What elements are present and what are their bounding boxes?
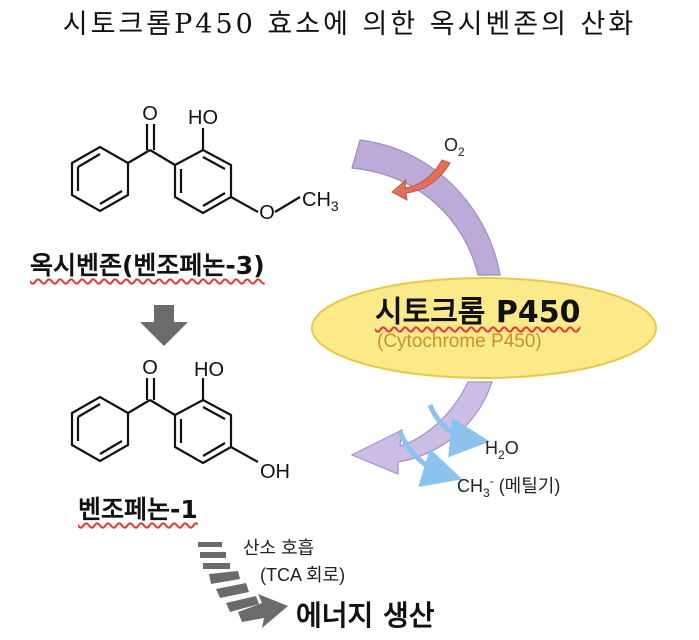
benzophenone1-structure [70, 378, 259, 465]
oxybenzone-structure [70, 124, 301, 215]
o2-label: O2 [444, 135, 465, 159]
oxybenzone-o-label: O [142, 103, 158, 125]
respiration-arrow [198, 542, 288, 628]
respiration-line1: 산소 호흡 [243, 538, 315, 558]
benzophenone1-ho-label: HO [194, 359, 224, 381]
o2-input-arrow [391, 159, 451, 201]
oxybenzone-ho-label: HO [188, 107, 218, 129]
energy-production-label: 에너지 생산 [296, 599, 435, 632]
enzyme-name-en: (Cytochrome P450) [377, 331, 542, 352]
water-label: H2O [485, 438, 519, 462]
enzyme-ellipse [311, 277, 657, 379]
water-output-arrow [427, 403, 490, 458]
oxybenzone-name: 옥시벤존(벤조페논-3) [30, 251, 265, 280]
benzophenone1-oh-label: OH [260, 461, 290, 483]
methyl-output-arrow [397, 430, 463, 487]
purple-cycle-arrow-top [351, 139, 501, 276]
conversion-down-arrow [140, 305, 188, 346]
methyl-group-label: CH3-(메틸기) [457, 474, 560, 500]
enzyme-name-kr: 시토크롬 P450 [375, 295, 581, 330]
oxybenzone-methyl-label: CH3 [302, 189, 339, 214]
benzophenone1-name: 벤조페논-1 [78, 495, 198, 524]
oxybenzone-ether-o-label: O [259, 202, 275, 224]
page-title: 시토크롬P450 효소에 의한 옥시벤존의 산화 [62, 9, 637, 40]
respiration-line2: (TCA 회로) [260, 565, 346, 585]
benzophenone1-o-label: O [142, 357, 158, 379]
